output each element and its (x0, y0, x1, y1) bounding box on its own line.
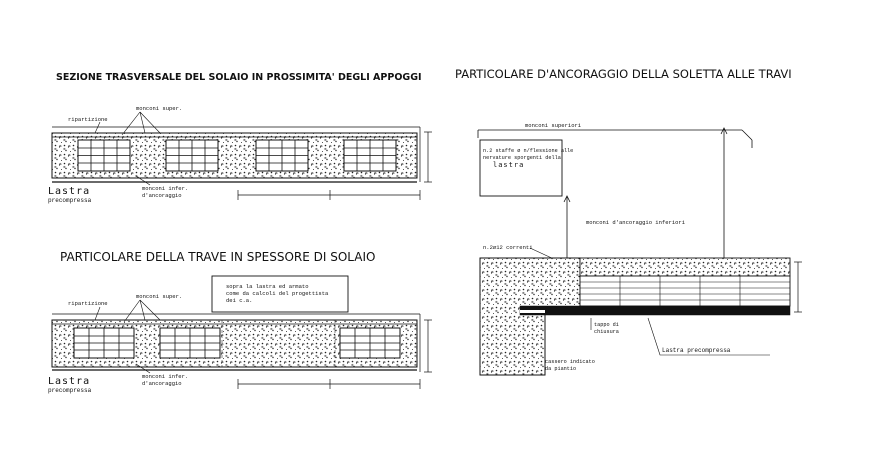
note-bottom-line-1: sopra la lastra ed armato (226, 283, 309, 290)
label-n-barre: n.2ø12 correnti (483, 244, 533, 251)
label-cassero-1: cassero indicato (545, 359, 595, 365)
label-cassero-2: da piantio (545, 366, 576, 372)
section-right-title: PARTICOLARE D'ANCORAGGIO DELLA SOLETTA A… (455, 67, 792, 81)
note-bottom-line-2: come da calcoli del progettista (226, 290, 329, 297)
label-monconi-anc-inferiori: monconi d'ancoraggio inferiori (586, 219, 686, 226)
label-monconi-superiori: monconi superiori (525, 122, 582, 129)
note-right-line-3: lastra (493, 161, 524, 169)
label-monconi-inf-top-1: monconi infer. (142, 185, 188, 192)
note-bottom-line-3: dei c.a. (226, 297, 252, 304)
blocks-bottom (73, 327, 401, 359)
label-precompressa-bottom: precompressa (48, 387, 92, 394)
section-top-left: SEZIONE TRASVERSALE DEL SOLAIO IN PROSSI… (48, 72, 432, 204)
label-monconi-super-top: monconi super. (136, 105, 182, 112)
label-monconi-inf-bottom-2: d'ancoraggio (142, 380, 182, 387)
section-bottom-title: PARTICOLARE DELLA TRAVE IN SPESSORE DI S… (60, 250, 375, 264)
label-tappo-1: tappo di (594, 322, 619, 328)
label-monconi-inf-top-2: d'ancoraggio (142, 192, 182, 199)
section-top-title: SEZIONE TRASVERSALE DEL SOLAIO IN PROSSI… (56, 72, 422, 83)
note-box-bottom (211, 275, 349, 313)
label-ripartizione-bottom: ripartizione (68, 300, 108, 307)
label-precompressa-top: precompressa (48, 197, 92, 204)
label-lastra-precompressa: Lastra precompressa (662, 347, 731, 354)
label-tappo-2: chiusura (594, 329, 619, 335)
label-lastra-top: Lastra (48, 186, 90, 197)
note-box-right (479, 139, 563, 197)
section-right: PARTICOLARE D'ANCORAGGIO DELLA SOLETTA A… (455, 67, 802, 376)
blocks-top (77, 139, 397, 172)
label-lastra-bottom: Lastra (48, 376, 90, 387)
note-right-line-1: n.2 staffe ø n/flessione alle (483, 148, 573, 154)
note-right-line-2: nervature sporgenti della (483, 155, 561, 161)
label-monconi-inf-bottom-1: monconi infer. (142, 373, 188, 380)
label-monconi-super-bottom: monconi super. (136, 293, 182, 300)
section-bottom-left: PARTICOLARE DELLA TRAVE IN SPESSORE DI S… (48, 250, 432, 394)
label-ripartizione-top: ripartizione (68, 116, 108, 123)
